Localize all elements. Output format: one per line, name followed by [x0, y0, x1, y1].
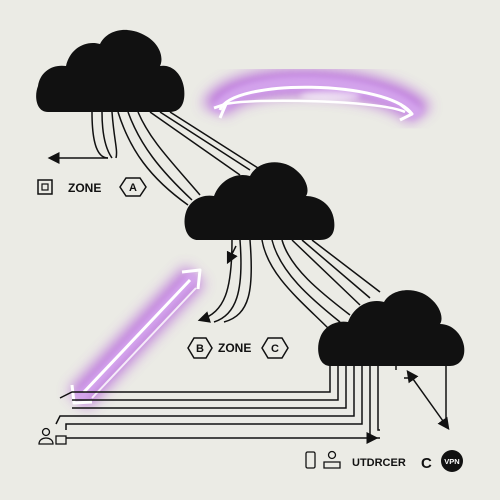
zone-a-text: ZONE	[68, 181, 101, 195]
lines-top-left	[47, 111, 118, 164]
hexagon-icon	[187, 337, 213, 359]
cloud-icon	[36, 29, 185, 112]
lines-top-to-mid	[117, 111, 259, 206]
cloud-top	[36, 29, 185, 112]
bottom-label-text: UTDRCER	[352, 457, 406, 469]
lines-mid-down	[197, 239, 253, 323]
bottom-label-row: UTDRCER C VPN	[305, 450, 463, 472]
hexagon-icon	[119, 177, 147, 197]
cloud-bottom	[318, 290, 465, 366]
vpn-text: VPN	[444, 457, 459, 466]
curved-double-arrow	[202, 69, 431, 125]
zone-c-badge: C	[271, 343, 279, 355]
hexagon-icon	[261, 337, 289, 359]
zone-b-badge: B	[196, 343, 204, 355]
phone-icon	[305, 451, 316, 469]
square-icon	[37, 179, 53, 195]
lines-bottom-right	[395, 362, 450, 430]
lines-mid-to-bottom	[261, 239, 381, 331]
zone-bc-text: ZONE	[218, 341, 251, 355]
diagonal-double-arrow	[68, 266, 205, 409]
lines-bottom-to-left	[55, 362, 380, 444]
cloud-middle	[184, 162, 335, 240]
bottom-badge-text: C	[421, 455, 432, 472]
user-icon	[323, 450, 341, 469]
zone-a-badge: A	[129, 182, 137, 194]
cloud-icon	[318, 290, 465, 366]
zone-a-label-row: ZONE A	[37, 177, 147, 197]
user-icon	[38, 427, 54, 445]
cloud-icon	[184, 162, 335, 240]
monitor-icon	[55, 435, 67, 445]
vpn-badge	[441, 450, 463, 472]
zone-bc-label-row: B ZONE C	[187, 337, 289, 359]
bottom-left-devices	[38, 427, 67, 445]
